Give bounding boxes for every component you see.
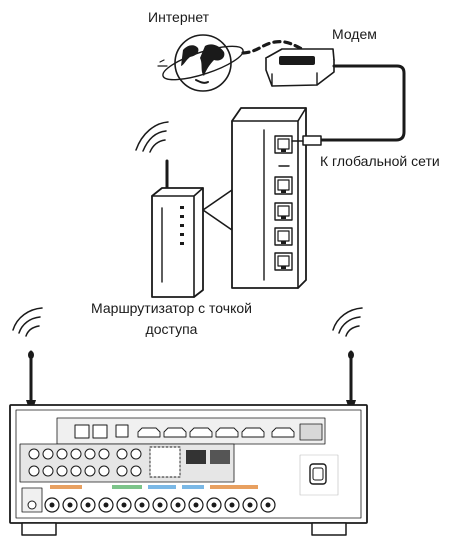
router-icon (135, 121, 204, 298)
router-label-line2: доступа (145, 321, 198, 337)
ethernet-port-icon (274, 227, 293, 246)
modem-label: Модем (332, 26, 377, 42)
router-port-panel (231, 107, 307, 289)
globe-icon (157, 34, 244, 92)
internet-cable (241, 40, 310, 55)
ethernet-port-icon (274, 252, 293, 271)
port-callout (202, 189, 233, 231)
receiver-rear-panel (9, 307, 368, 536)
internet-label: Интернет (148, 9, 210, 25)
ethernet-port-icon (274, 135, 293, 154)
modem-icon (265, 48, 335, 87)
wan-cable (318, 64, 406, 142)
wifi-waves-icon (135, 121, 169, 153)
router-label-line1: Маршрутизатор с точкой (91, 300, 252, 316)
ethernet-plug-icon (291, 135, 322, 146)
ethernet-port-icon (274, 176, 293, 195)
wan-label: К глобальной сети (320, 153, 440, 169)
ethernet-port-icon (274, 202, 293, 221)
router-label: Маршрутизатор с точкой доступа (0, 298, 343, 340)
